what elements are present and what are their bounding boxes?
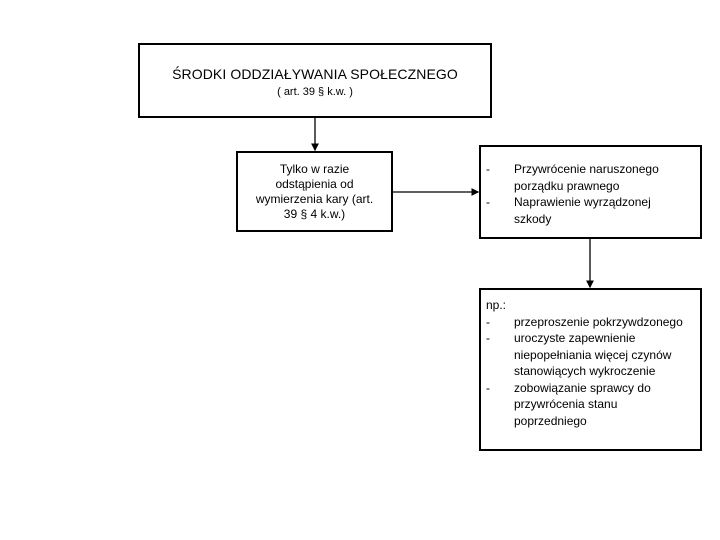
main-subtitle: ( art. 39 § k.w. ) bbox=[277, 86, 353, 98]
condition-box: Tylko w razie odstąpienia od wymierzenia… bbox=[236, 151, 393, 232]
example-item-line: przeproszenie pokrzywdzonego bbox=[514, 314, 683, 329]
condition-line: Tylko w razie bbox=[279, 161, 350, 176]
goal-item-line: Przywrócenie naruszonego bbox=[514, 162, 659, 176]
examples-lead: np.: bbox=[486, 298, 507, 312]
examples-box: np.: - przeproszenie pokrzywdzonego - ur… bbox=[479, 288, 702, 451]
condition-text: Tylko w razie odstąpienia od wymierzenia… bbox=[250, 162, 379, 222]
list-dash: - bbox=[486, 331, 490, 345]
condition-line: wymierzenia kary (art. bbox=[255, 191, 374, 206]
example-item-line: zobowiązanie sprawcy do bbox=[514, 380, 651, 395]
example-item-line: poprzedniego bbox=[514, 413, 587, 428]
list-dash: - bbox=[486, 314, 490, 329]
goal-item-line: porządku prawnego bbox=[514, 178, 620, 193]
condition-line: 39 § 4 k.w.) bbox=[283, 206, 346, 221]
list-dash: - bbox=[486, 195, 490, 209]
main-title: ŚRODKI ODDZIAŁYWANIA SPOŁECZNEGO bbox=[172, 66, 458, 82]
goal-item-line: Naprawienie wyrządzonej bbox=[514, 195, 651, 209]
list-dash: - bbox=[486, 162, 490, 176]
example-item-line: niepopełniania więcej czynów bbox=[514, 347, 672, 362]
example-item-line: przywrócenia stanu bbox=[514, 397, 618, 411]
goals-box: - Przywrócenie naruszonego porządku praw… bbox=[479, 145, 702, 239]
condition-line: odstąpienia od bbox=[275, 176, 354, 191]
example-item-line: stanowiących wykroczenie bbox=[514, 364, 656, 378]
goal-item-line: szkody bbox=[514, 211, 552, 226]
main-box: ŚRODKI ODDZIAŁYWANIA SPOŁECZNEGO ( art. … bbox=[138, 43, 492, 118]
example-item-line: uroczyste zapewnienie bbox=[514, 331, 636, 345]
list-dash: - bbox=[486, 380, 490, 395]
